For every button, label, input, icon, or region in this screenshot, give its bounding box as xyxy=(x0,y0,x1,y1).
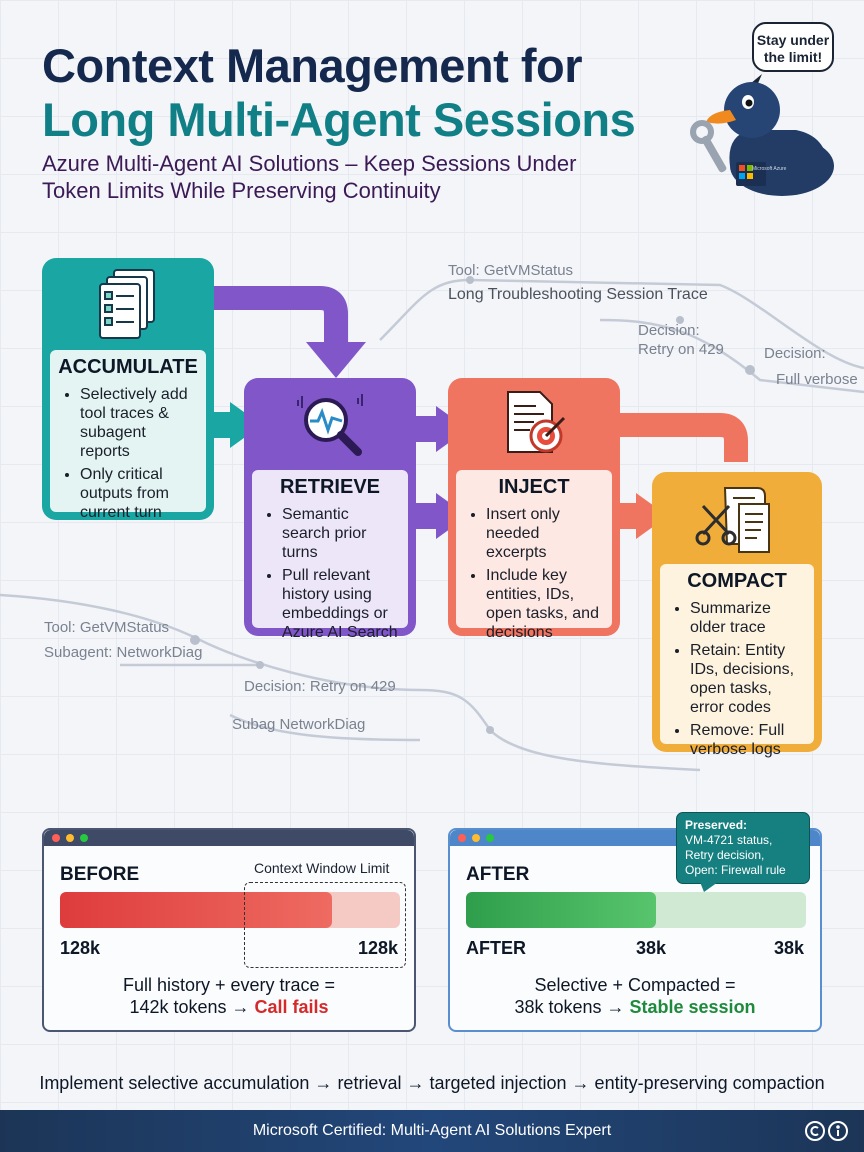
stage-accumulate-title: ACCUMULATE xyxy=(58,356,198,378)
before-token-bar xyxy=(60,892,400,928)
stage-inject-body: INJECT Insert only needed excerpts Inclu… xyxy=(456,470,612,641)
after-token-bar xyxy=(466,892,806,928)
list-item: Semantic search prior turns xyxy=(282,505,400,562)
window-minimize-dot xyxy=(66,834,74,842)
after-right-value: 38k xyxy=(774,938,805,958)
list-item: Insert only needed excerpts xyxy=(486,505,604,562)
before-panel: BEFORE Context Window Limit 128k 128k Fu… xyxy=(42,828,416,1032)
preserved-line-2: VM-4721 status, xyxy=(685,833,773,847)
stage-inject: INJECT Insert only needed excerpts Inclu… xyxy=(448,378,620,641)
trace-label-subagent-left: Subagent: NetworkDiag xyxy=(44,644,203,661)
window-close-dot xyxy=(52,834,60,842)
subtitle-line-2: Token Limits While Preserving Continuity xyxy=(42,178,441,203)
preserved-line-3: Retry decision, xyxy=(685,848,765,862)
list-item: Remove: Full verbose logs xyxy=(690,721,806,759)
title-line-2: Long Multi-Agent Sessions xyxy=(42,93,636,146)
stage-compact-title: COMPACT xyxy=(687,570,787,592)
after-mid-value: 38k xyxy=(636,938,667,958)
window-maximize-dot xyxy=(486,834,494,842)
magnifier-pulse-icon xyxy=(297,394,363,456)
before-summary: Full history + every trace = 142k tokens… xyxy=(44,974,414,1018)
stage-retrieve: RETRIEVE Semantic search prior turns Pul… xyxy=(244,378,416,641)
creative-commons-icon xyxy=(805,1121,848,1141)
trace-label-decision-retry-1: Decision: xyxy=(638,322,700,339)
scissors-scroll-icon xyxy=(695,487,770,553)
after-summary-line-2: 38k tokens → Stable session xyxy=(450,996,820,1018)
window-minimize-dot xyxy=(472,834,480,842)
title-line-1: Context Management for xyxy=(42,39,583,92)
before-window-bar xyxy=(44,830,414,846)
trace-label-session: Long Troubleshooting Session Trace xyxy=(448,286,708,303)
stage-compact: COMPACT Summarize older trace Retain: En… xyxy=(652,472,822,758)
window-close-dot xyxy=(458,834,466,842)
stable-session-highlight: Stable session xyxy=(629,997,756,1017)
list-item: Include key entities, IDs, open tasks, a… xyxy=(486,566,604,642)
after-bottom-label: AFTER xyxy=(466,938,526,958)
stage-retrieve-bullets: Semantic search prior turns Pull relevan… xyxy=(260,505,400,642)
after-summary: Selective + Compacted = 38k tokens → Sta… xyxy=(450,974,820,1018)
stage-accumulate-body: ACCUMULATE Selectively add tool traces &… xyxy=(50,350,206,521)
list-item: Summarize older trace xyxy=(690,599,806,637)
before-summary-prefix: 142k tokens → xyxy=(129,997,255,1017)
stage-accumulate: ACCUMULATE Selectively add tool traces &… xyxy=(42,258,214,521)
trace-label-decision-bottom: Decision: Retry on 429 xyxy=(244,678,396,695)
preserved-callout: Preserved: VM-4721 status, Retry decisio… xyxy=(676,812,810,884)
call-fails-highlight: Call fails xyxy=(254,997,329,1017)
after-token-bar-fill xyxy=(466,892,657,928)
before-token-bar-fill xyxy=(60,892,332,928)
trace-label-tool-left: Tool: GetVMStatus xyxy=(44,619,170,636)
duck-mascot-icon xyxy=(690,74,834,196)
stage-inject-bullets: Insert only needed excerpts Include key … xyxy=(464,505,604,642)
before-summary-line-1: Full history + every trace = xyxy=(122,975,336,995)
after-summary-prefix: 38k tokens → xyxy=(514,997,630,1017)
footer-certification: Microsoft Certified: Multi-Agent AI Solu… xyxy=(252,1122,612,1139)
pipeline-summary: Implement selective accumulation → retri… xyxy=(39,1073,825,1093)
preserved-line-4: Open: Firewall rule xyxy=(685,863,786,877)
document-target-icon xyxy=(507,391,566,453)
context-window-limit-box xyxy=(244,882,406,968)
preserved-line-1: Preserved: xyxy=(685,818,748,832)
trace-label-tool-top: Tool: GetVMStatus xyxy=(448,262,574,279)
list-item: Retain: Entity IDs, decisions, open task… xyxy=(690,641,806,717)
footer-bar: Microsoft Certified: Multi-Agent AI Solu… xyxy=(0,1110,864,1152)
list-item: Selectively add tool traces & subagent r… xyxy=(80,385,198,461)
documents-checklist-icon xyxy=(99,269,155,339)
before-label: BEFORE xyxy=(60,864,140,885)
trace-label-decision-retry-2: Retry on 429 xyxy=(638,341,724,358)
list-item: Only critical outputs from current turn xyxy=(80,465,198,522)
list-item: Pull relevant history using embeddings o… xyxy=(282,566,400,642)
stage-compact-bullets: Summarize older trace Retain: Entity IDs… xyxy=(668,599,806,759)
trace-label-decision-full-1: Decision: xyxy=(764,345,826,362)
mascot-speech-bubble: Stay under the limit! xyxy=(752,22,834,72)
before-summary-line-2: 142k tokens → Call fails xyxy=(44,996,414,1018)
callout-pointer xyxy=(700,882,718,892)
stage-inject-title: INJECT xyxy=(498,476,570,498)
before-right-value: 128k xyxy=(358,938,399,958)
mascot-badge-text: Microsoft Azure xyxy=(752,166,787,172)
window-maximize-dot xyxy=(80,834,88,842)
after-summary-line-1: Selective + Compacted = xyxy=(534,975,736,995)
stage-retrieve-body: RETRIEVE Semantic search prior turns Pul… xyxy=(252,470,408,641)
before-left-value: 128k xyxy=(60,938,101,958)
stage-accumulate-bullets: Selectively add tool traces & subagent r… xyxy=(58,385,198,522)
subtitle-line-1: Azure Multi-Agent AI Solutions – Keep Se… xyxy=(42,151,577,176)
stage-compact-body: COMPACT Summarize older trace Retain: En… xyxy=(660,564,814,758)
after-label: AFTER xyxy=(466,864,530,885)
trace-label-decision-full-2: Full verbose xyxy=(776,371,858,388)
context-window-limit-label: Context Window Limit xyxy=(254,860,390,876)
trace-label-subag-bottom: Subag NetworkDiag xyxy=(232,716,366,733)
stage-retrieve-title: RETRIEVE xyxy=(279,476,381,498)
subtitle: Azure Multi-Agent AI Solutions – Keep Se… xyxy=(42,150,662,204)
